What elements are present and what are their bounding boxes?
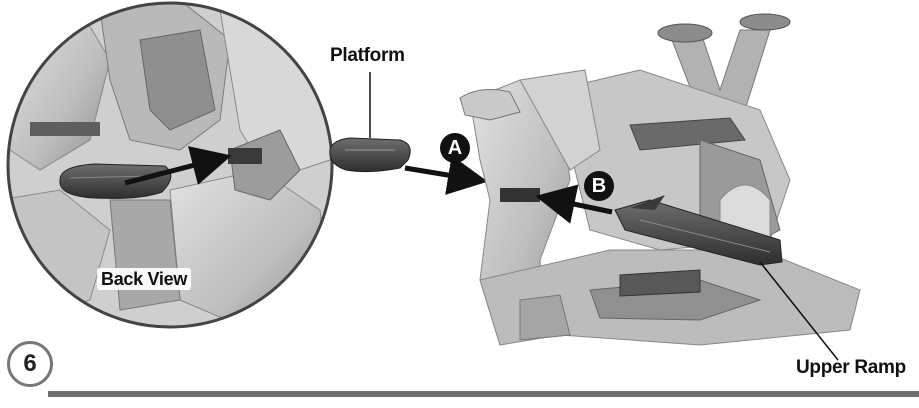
playset-model [459,13,861,361]
step-marker-b: B [584,171,614,201]
step-marker-a: A [440,133,470,163]
upper-ramp-leader-line [759,261,839,361]
arrow-a [404,155,488,195]
platform-label: Platform [330,45,405,66]
footer-rule [48,391,919,397]
back-view-label: Back View [97,268,192,290]
back-view-inset [6,1,334,329]
arrow-b [535,184,613,224]
step-number-badge: 6 [7,341,53,387]
platform-piece [329,72,411,173]
upper-ramp-label: Upper Ramp [796,357,906,378]
